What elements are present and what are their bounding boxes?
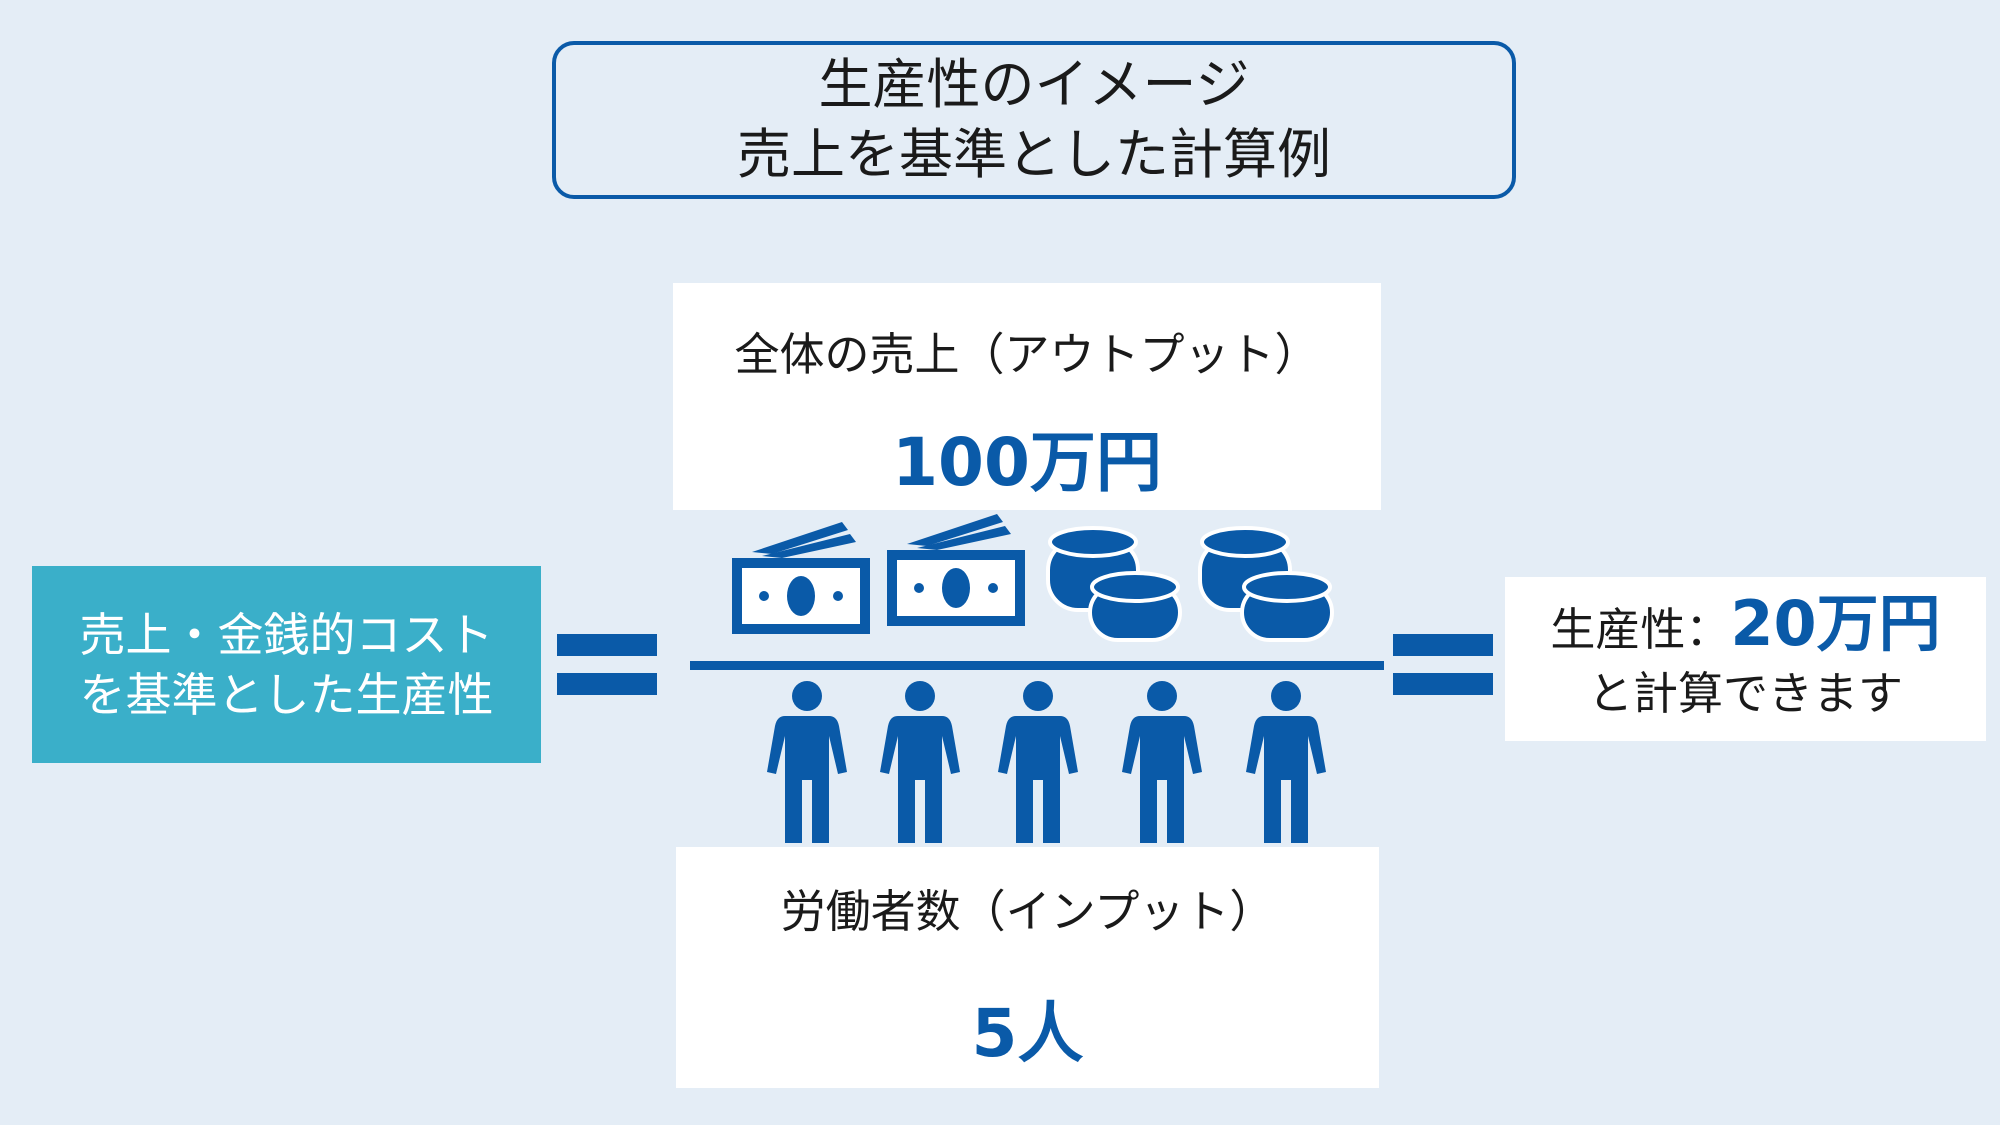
person-icon — [1122, 681, 1202, 843]
title-box: 生産性のイメージ 売上を基準とした計算例 — [552, 41, 1516, 199]
input-label: 労働者数（インプット） — [780, 885, 1275, 938]
person-icon — [998, 681, 1078, 843]
money-icons — [732, 514, 1334, 642]
coins-icon — [1046, 526, 1182, 642]
coins-icon — [1198, 526, 1334, 642]
equals-sign-left — [557, 634, 657, 695]
result-suffix: と計算できます — [1587, 667, 1903, 720]
equals-sign-right — [1393, 634, 1493, 695]
result-box: 生産性：20万円 と計算できます — [1505, 577, 1986, 741]
output-box: 全体の売上（アウトプット） 100万円 — [673, 283, 1381, 510]
input-box: 労働者数（インプット） 5人 — [676, 847, 1379, 1088]
result-value: 20万円 — [1730, 587, 1941, 660]
people-icons — [767, 681, 1326, 843]
left-label-box: 売上・金銭的コスト を基準とした生産性 — [32, 566, 541, 763]
output-value: 100万円 — [892, 424, 1162, 501]
bill-icon — [887, 514, 1025, 626]
person-icon — [767, 681, 847, 843]
output-label: 全体の売上（アウトプット） — [734, 328, 1320, 381]
result-prefix: 生産性： — [1550, 603, 1731, 656]
person-icon — [1246, 681, 1326, 843]
bill-icon — [732, 522, 870, 634]
input-value: 5人 — [971, 995, 1084, 1072]
left-line1: 売上・金銭的コスト — [79, 607, 494, 662]
fraction-line — [690, 661, 1384, 670]
person-icon — [880, 681, 960, 843]
title-line1: 生産性のイメージ — [818, 53, 1250, 116]
left-line2: を基準とした生産性 — [79, 667, 494, 722]
title-line2: 売上を基準とした計算例 — [737, 123, 1331, 186]
